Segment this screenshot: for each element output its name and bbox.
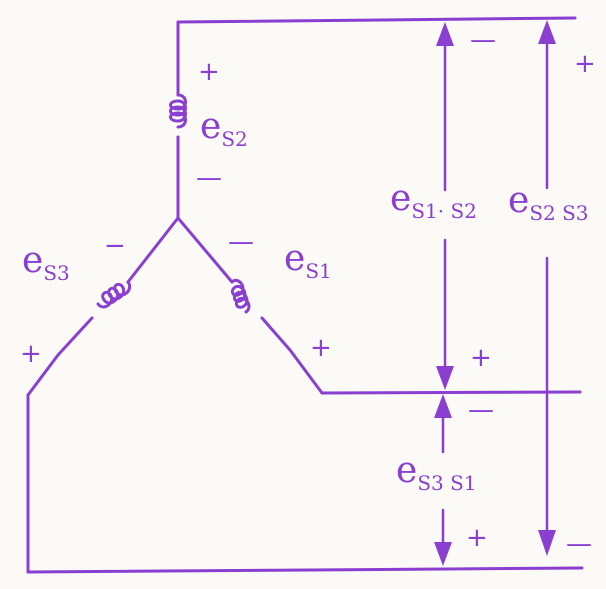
es1s2-top-minus: — <box>470 25 496 55</box>
top-wire <box>176 16 577 24</box>
s1-plus-sign: + <box>310 333 332 363</box>
s2-minus-sign: — <box>196 163 222 193</box>
es2s3-bottom-minus: — <box>566 529 592 559</box>
es3s1-arrow-head-bottom <box>434 542 452 566</box>
s1-minus-sign: — <box>228 227 254 257</box>
es1s2-arrow-head-top <box>436 22 454 46</box>
s3-outer-lead <box>26 316 94 397</box>
coil-s1 <box>230 279 251 314</box>
label-es2s3: eS2 S3 <box>508 180 589 225</box>
es1s2-arrow-head-bottom <box>436 366 454 390</box>
es3s1-top-minus: — <box>468 395 494 425</box>
label-es2: eS2 <box>200 106 248 151</box>
coil-s3 <box>96 280 131 309</box>
coil-s2 <box>169 93 187 129</box>
s1-inner-lead <box>176 216 234 284</box>
label-es3: eS3 <box>22 240 70 285</box>
es2s3-arrow-head-bottom <box>538 530 556 556</box>
label-es1s2: eS1· S2 <box>390 178 477 223</box>
es2s3-top-plus: + <box>574 49 596 79</box>
s2-plus-sign: + <box>198 57 220 87</box>
label-es3s1: eS3 S1 <box>396 450 477 495</box>
bottom-wire <box>26 566 584 574</box>
es2s3-arrow-head-top <box>538 20 556 44</box>
middle-wire <box>320 390 582 395</box>
s1-outer-lead <box>260 316 324 395</box>
es3s1-bottom-plus: + <box>466 523 488 553</box>
s3-inner-lead <box>126 216 180 284</box>
s3-minus-sign: − <box>104 231 126 261</box>
es3s1-arrow-head-top <box>434 394 452 418</box>
s3-plus-sign: + <box>20 339 42 369</box>
label-es1: eS1 <box>284 238 332 283</box>
es1s2-bottom-plus: + <box>470 343 492 373</box>
